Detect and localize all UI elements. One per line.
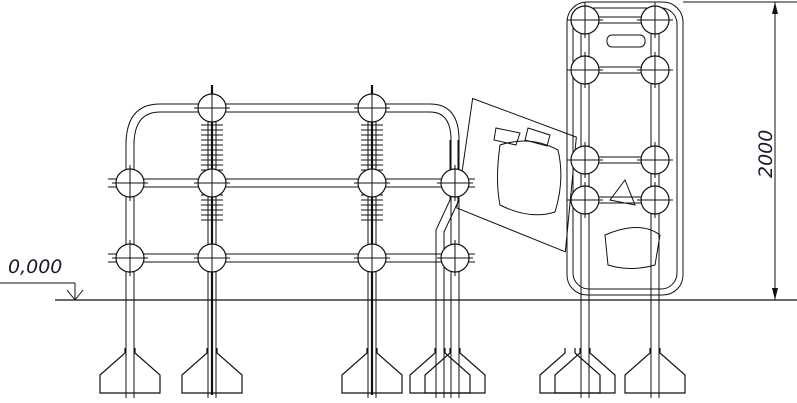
seat-shape: [604, 227, 661, 269]
footing: [424, 348, 486, 394]
joint-nodes: [112, 2, 673, 276]
footing: [539, 348, 601, 394]
footing: [341, 348, 403, 394]
elevation-label: 0,000: [8, 256, 62, 278]
elevation-marker: 0,000: [0, 256, 84, 301]
handle: [524, 127, 551, 147]
top-rail: [133, 111, 452, 146]
footing: [99, 348, 161, 394]
footings: [99, 348, 686, 394]
panel-outline: [456, 97, 577, 253]
seat-shape: [497, 140, 562, 216]
footing: [624, 348, 686, 394]
height-dimension: 2000: [683, 1, 797, 300]
frame-outline-inner: [572, 7, 678, 290]
frame-outline: [566, 1, 684, 296]
triangle: [609, 178, 636, 206]
handle: [606, 34, 646, 48]
handle: [493, 127, 521, 146]
left-frame: [108, 85, 475, 398]
dimension-label: 2000: [755, 130, 777, 178]
top-rail: [125, 103, 460, 146]
tilted-panel: [456, 97, 577, 253]
footing: [181, 348, 243, 394]
footing: [409, 348, 471, 394]
footing: [554, 348, 616, 394]
